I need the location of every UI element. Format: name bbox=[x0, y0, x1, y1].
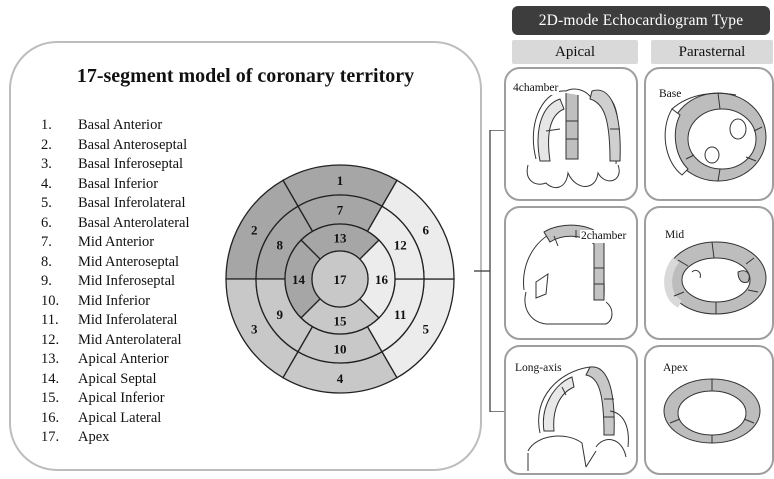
segment-list-item: 9.Mid Inferoseptal bbox=[41, 272, 190, 292]
segment-label-6: 6 bbox=[422, 223, 429, 238]
segment-label-8: 8 bbox=[277, 237, 284, 252]
echo-type-header: 2D-mode Echocardiogram Type bbox=[512, 6, 770, 35]
segment-list-item: 12.Mid Anterolateral bbox=[41, 331, 190, 351]
segment-label-17: 17 bbox=[334, 272, 348, 287]
segment-label-14: 14 bbox=[292, 272, 306, 287]
view-label-apex: Apex bbox=[662, 362, 689, 375]
view-label-4chamber: 4chamber bbox=[512, 82, 559, 95]
segment-label-13: 13 bbox=[334, 231, 348, 246]
heart-2chamber-illustration bbox=[506, 208, 638, 340]
apical-column-header: Apical bbox=[512, 40, 638, 64]
segment-list-item: 13.Apical Anterior bbox=[41, 350, 190, 370]
segment-model-panel: 17-segment model of coronary territory 1… bbox=[9, 41, 482, 471]
segment-list-item: 11.Mid Inferolateral bbox=[41, 311, 190, 331]
segment-list-item: 4.Basal Inferior bbox=[41, 175, 190, 195]
parasternal-apex-panel: Apex bbox=[644, 345, 774, 475]
segment-label-3: 3 bbox=[251, 322, 258, 337]
panel-title: 17-segment model of coronary territory bbox=[11, 65, 480, 88]
segment-label-7: 7 bbox=[337, 203, 344, 218]
segment-label-5: 5 bbox=[422, 322, 429, 337]
segment-label-15: 15 bbox=[334, 314, 348, 329]
segment-label-4: 4 bbox=[337, 371, 344, 386]
segment-list-item: 7.Mid Anterior bbox=[41, 233, 190, 253]
segment-list-item: 5.Basal Inferolateral bbox=[41, 194, 190, 214]
short-axis-mid-illustration bbox=[646, 208, 774, 340]
apical-4chamber-panel: 4chamber bbox=[504, 67, 638, 201]
segment-label-10: 10 bbox=[334, 342, 347, 357]
segment-label-1: 1 bbox=[337, 173, 344, 188]
segment-list-item: 8.Mid Anteroseptal bbox=[41, 253, 190, 273]
view-label-mid: Mid bbox=[664, 229, 685, 242]
segment-list-item: 2.Basal Anteroseptal bbox=[41, 136, 190, 156]
segment-list-item: 17.Apex bbox=[41, 428, 190, 448]
parasternal-column-header: Parasternal bbox=[651, 40, 773, 64]
parasternal-base-panel: Base bbox=[644, 67, 774, 201]
segment-list-item: 15.Apical Inferior bbox=[41, 389, 190, 409]
apical-long-axis-panel: Long-axis bbox=[504, 345, 638, 475]
segment-label-9: 9 bbox=[277, 307, 284, 322]
apical-2chamber-panel: 2chamber bbox=[504, 206, 638, 340]
connector-bracket bbox=[474, 130, 506, 412]
view-label-base: Base bbox=[658, 88, 682, 101]
view-label-2chamber: 2chamber bbox=[580, 230, 627, 243]
segment-list-item: 1.Basal Anterior bbox=[41, 116, 190, 136]
segment-list-item: 14.Apical Septal bbox=[41, 370, 190, 390]
segment-list-item: 6.Basal Anterolateral bbox=[41, 214, 190, 234]
segment-label-16: 16 bbox=[375, 272, 389, 287]
segment-label-2: 2 bbox=[251, 223, 258, 238]
segment-list: 1.Basal Anterior 2.Basal Anteroseptal 3.… bbox=[41, 116, 190, 448]
segment-list-item: 16.Apical Lateral bbox=[41, 409, 190, 429]
segment-label-11: 11 bbox=[394, 307, 406, 322]
segment-label-12: 12 bbox=[394, 237, 407, 252]
view-label-long-axis: Long-axis bbox=[514, 362, 563, 375]
parasternal-mid-panel: Mid bbox=[644, 206, 774, 340]
segment-list-item: 10.Mid Inferior bbox=[41, 292, 190, 312]
segment-list-item: 3.Basal Inferoseptal bbox=[41, 155, 190, 175]
